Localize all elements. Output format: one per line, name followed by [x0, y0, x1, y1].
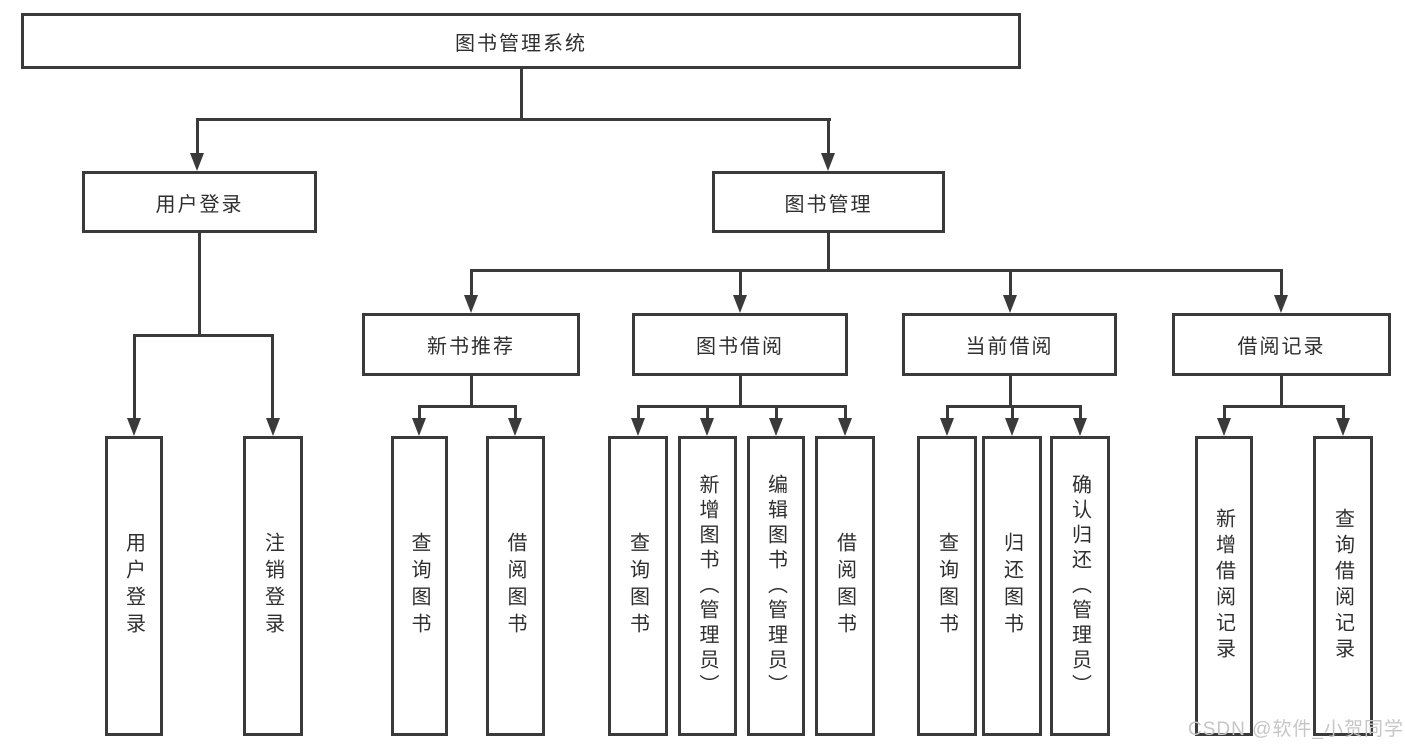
- arrowhead-down-icon: [412, 418, 426, 436]
- arrowhead-down-icon: [631, 418, 645, 436]
- leaf-label: 新增借阅记录: [1212, 508, 1235, 664]
- arrowhead-down-icon: [700, 418, 714, 436]
- node-label: 图书管理: [784, 193, 873, 216]
- arrowhead-down-icon: [838, 418, 852, 436]
- line: [844, 405, 847, 419]
- leaf-label: 新增图书（管理员）: [696, 473, 718, 699]
- leaf-label: 注销登录: [261, 532, 284, 640]
- leaf-query-books-borrowing: 查询图书: [608, 436, 668, 736]
- line: [1342, 405, 1345, 419]
- node-label: 借阅记录: [1237, 336, 1326, 358]
- line: [470, 376, 473, 407]
- node-label: 当前借阅: [965, 336, 1054, 358]
- leaf-logout: 注销登录: [243, 436, 303, 736]
- line: [637, 405, 847, 408]
- line: [514, 405, 517, 419]
- arrowhead-down-icon: [940, 418, 954, 436]
- line: [470, 269, 473, 296]
- arrowhead-down-icon: [1217, 418, 1231, 436]
- arrowhead-down-icon: [1274, 295, 1288, 313]
- leaf-query-books-recommend: 查询图书: [391, 436, 448, 736]
- line: [1079, 405, 1082, 419]
- leaf-user-login: 用户登录: [105, 436, 163, 736]
- leaf-confirm-return-admin: 确认归还（管理员）: [1050, 436, 1110, 736]
- node-new-book-recommend: 新书推荐: [362, 313, 580, 376]
- leaf-label: 编辑图书（管理员）: [764, 473, 787, 699]
- line: [196, 118, 199, 154]
- line: [946, 405, 1082, 408]
- leaf-label: 查询图书: [626, 532, 649, 640]
- arrowhead-down-icon: [266, 418, 280, 436]
- arrowhead-down-icon: [464, 295, 478, 313]
- line: [775, 405, 778, 419]
- leaf-borrow-books: 借阅图书: [815, 436, 875, 736]
- leaf-label: 借阅图书: [833, 532, 856, 640]
- arrowhead-down-icon: [733, 295, 747, 313]
- line: [418, 405, 517, 408]
- line: [706, 405, 709, 419]
- leaf-add-books-admin: 新增图书（管理员）: [678, 436, 737, 736]
- line: [520, 69, 523, 120]
- line: [1223, 405, 1345, 408]
- line: [133, 334, 136, 419]
- csdn-watermark: CSDN @软件_小贺同学: [1188, 719, 1404, 740]
- line: [1011, 405, 1014, 419]
- line: [198, 233, 201, 336]
- leaf-return-books: 归还图书: [982, 436, 1042, 736]
- leaf-label: 归还图书: [1000, 532, 1023, 640]
- leaf-label: 查询图书: [935, 532, 958, 640]
- line: [470, 269, 1283, 272]
- leaf-label: 确认归还（管理员）: [1068, 473, 1091, 699]
- arrowhead-down-icon: [1073, 418, 1087, 436]
- line: [133, 334, 274, 337]
- leaf-query-books-current: 查询图书: [917, 436, 977, 736]
- line: [827, 118, 830, 154]
- line: [271, 334, 274, 419]
- arrowhead-down-icon: [190, 153, 204, 171]
- node-label: 图书管理系统: [455, 32, 587, 55]
- line: [196, 118, 831, 121]
- arrowhead-down-icon: [1005, 418, 1019, 436]
- arrowhead-down-icon: [127, 418, 141, 436]
- node-borrowing-records: 借阅记录: [1172, 313, 1391, 376]
- node-book-management: 图书管理: [712, 171, 945, 233]
- leaf-label: 用户登录: [122, 532, 145, 640]
- arrowhead-down-icon: [508, 418, 522, 436]
- arrowhead-down-icon: [769, 418, 783, 436]
- leaf-label: 查询图书: [408, 532, 430, 640]
- node-book-borrowing: 图书借阅: [632, 313, 848, 376]
- arrowhead-down-icon: [1003, 295, 1017, 313]
- line: [1280, 269, 1283, 296]
- node-current-borrowing: 当前借阅: [902, 313, 1117, 376]
- line: [739, 376, 742, 407]
- line: [1009, 269, 1012, 296]
- line: [418, 405, 421, 419]
- leaf-borrow-books-recommend: 借阅图书: [486, 436, 545, 736]
- node-label: 用户登录: [155, 193, 244, 216]
- line: [1223, 405, 1226, 419]
- arrowhead-down-icon: [1336, 418, 1350, 436]
- leaf-query-borrow-record: 查询借阅记录: [1313, 436, 1373, 736]
- line: [827, 233, 830, 272]
- line: [1280, 376, 1283, 407]
- leaf-edit-books-admin: 编辑图书（管理员）: [747, 436, 805, 736]
- node-label: 新书推荐: [427, 336, 515, 358]
- line: [637, 405, 640, 419]
- line: [739, 269, 742, 296]
- line: [1009, 376, 1012, 407]
- leaf-label: 查询借阅记录: [1331, 508, 1354, 664]
- node-label: 图书借阅: [696, 336, 784, 358]
- node-user-login: 用户登录: [82, 171, 317, 233]
- line: [946, 405, 949, 419]
- leaf-label: 借阅图书: [504, 532, 526, 640]
- leaf-add-borrow-record: 新增借阅记录: [1195, 436, 1253, 736]
- node-root-library-system: 图书管理系统: [21, 13, 1021, 69]
- arrowhead-down-icon: [821, 153, 835, 171]
